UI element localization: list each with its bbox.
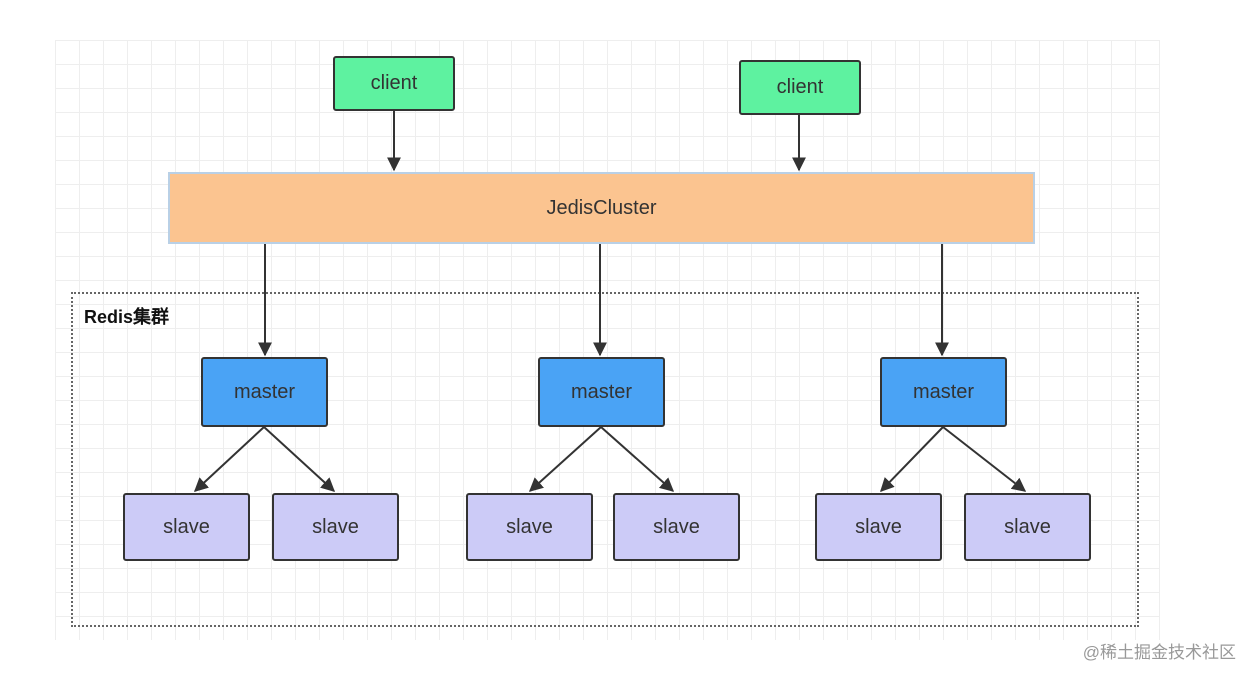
arrow-master-3-to-slave-6 [942, 426, 1027, 492]
arrow-master-2-to-slave-3 [528, 426, 602, 492]
arrow-master-1-to-slave-2 [263, 426, 336, 492]
watermark-text: @稀土掘金技术社区 [1082, 643, 1236, 662]
slave-node-2: slave [272, 493, 399, 561]
slave-node-1: slave [123, 493, 250, 561]
slave-node-4: slave [613, 493, 740, 561]
redis-cluster-label: Redis集群 [84, 307, 170, 327]
master-node-2: master [538, 357, 665, 427]
redis-cluster-group [71, 292, 1139, 627]
arrow-master-3-to-slave-5 [880, 426, 944, 493]
slave-node-5: slave [815, 493, 942, 561]
arrow-master-1-to-slave-1 [193, 426, 265, 492]
arrow-master-2-to-slave-4 [600, 426, 675, 492]
master-node-1: master [201, 357, 328, 427]
client-node-left: client [333, 56, 455, 111]
client-node-right: client [739, 60, 861, 115]
master-node-3: master [880, 357, 1007, 427]
slave-node-3: slave [466, 493, 593, 561]
slave-node-6: slave [964, 493, 1091, 561]
jedis-cluster-node: JedisCluster [168, 172, 1035, 244]
